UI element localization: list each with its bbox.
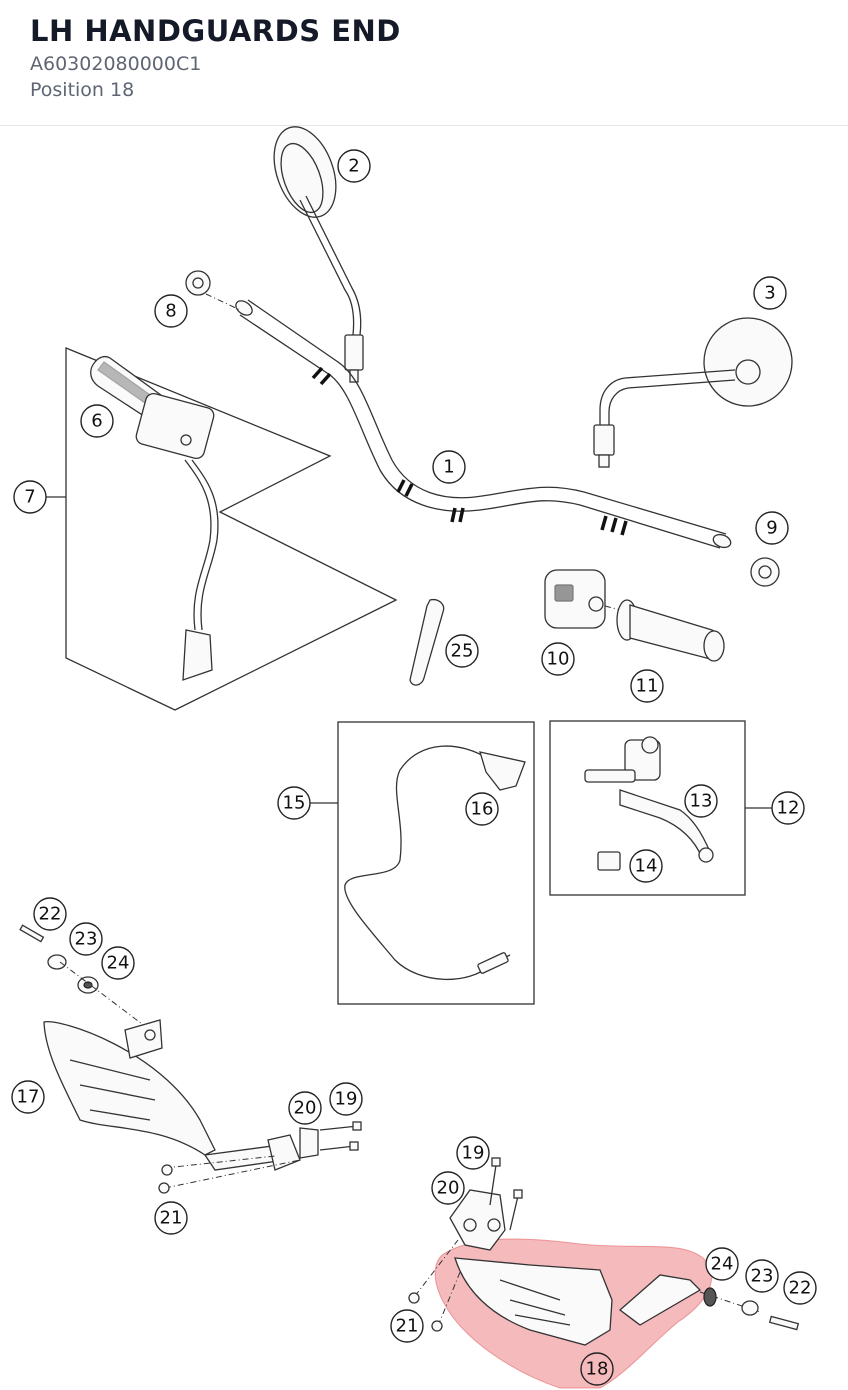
- callout-6[interactable]: 6: [80, 404, 114, 438]
- callout-12-label: 12: [777, 798, 800, 819]
- washer-24-right[interactable]: [703, 1287, 717, 1307]
- grip-right[interactable]: [616, 599, 725, 662]
- screws-19-right[interactable]: [489, 1157, 523, 1231]
- callout-19-right-label: 19: [462, 1143, 485, 1164]
- assembly-outline-7: [65, 347, 398, 711]
- callout-15[interactable]: 15: [277, 786, 311, 820]
- callout-15-label: 15: [283, 793, 306, 814]
- callout-8-label: 8: [165, 301, 176, 322]
- callout-24-left[interactable]: 24: [101, 946, 135, 980]
- callout-10-label: 10: [547, 649, 570, 670]
- callout-20-right[interactable]: 20: [431, 1171, 465, 1205]
- callout-21-right-label: 21: [396, 1316, 419, 1337]
- callout-23-right[interactable]: 23: [745, 1259, 779, 1293]
- callout-25-label: 25: [451, 641, 474, 662]
- callout-19-left-label: 19: [335, 1089, 358, 1110]
- handguard-right[interactable]: [454, 1257, 702, 1346]
- callout-18-label: 18: [586, 1359, 609, 1380]
- callout-24-right-label: 24: [711, 1254, 734, 1275]
- callout-20-left[interactable]: 20: [288, 1091, 322, 1125]
- callout-20-left-label: 20: [294, 1098, 317, 1119]
- callout-22-left-label: 22: [39, 904, 62, 925]
- assembly-box-15: [337, 721, 535, 1005]
- switch-unit-right[interactable]: [544, 569, 629, 629]
- screw-22-right[interactable]: [768, 1315, 800, 1331]
- position-label: Position 18: [30, 79, 135, 101]
- header: LH HANDGUARDS END A60302080000C1 Positio…: [0, 0, 848, 126]
- callout-19-left[interactable]: 19: [329, 1082, 363, 1116]
- callout-17-label: 17: [17, 1087, 40, 1108]
- callout-16-label: 16: [471, 799, 494, 820]
- callout-16[interactable]: 16: [465, 792, 499, 826]
- spacer-23-left[interactable]: [47, 954, 67, 970]
- callout-23-left-label: 23: [75, 929, 98, 950]
- page-title: LH HANDGUARDS END: [30, 14, 401, 48]
- callout-19-right[interactable]: 19: [456, 1136, 490, 1170]
- callout-1[interactable]: 1: [432, 450, 466, 484]
- callout-21-right[interactable]: 21: [390, 1309, 424, 1343]
- callout-23-left[interactable]: 23: [69, 922, 103, 956]
- clutch-cable[interactable]: [344, 745, 526, 981]
- screws-19-left[interactable]: [319, 1121, 362, 1151]
- callout-8[interactable]: 8: [154, 294, 188, 328]
- mirror-right[interactable]: [593, 308, 802, 468]
- callout-11-label: 11: [636, 676, 659, 697]
- washer-24-left[interactable]: [77, 976, 99, 994]
- callout-18[interactable]: 18: [580, 1352, 614, 1386]
- callout-9-label: 9: [766, 518, 777, 539]
- clamp-20-left[interactable]: [267, 1127, 319, 1171]
- callout-9[interactable]: 9: [755, 511, 789, 545]
- nuts-21-left[interactable]: [158, 1164, 173, 1194]
- callout-1-label: 1: [443, 457, 454, 478]
- bracket-stay[interactable]: [409, 598, 445, 686]
- part-number: A60302080000C1: [30, 53, 202, 75]
- callout-7-label: 7: [24, 487, 35, 508]
- callout-23-right-label: 23: [751, 1266, 774, 1287]
- callout-13[interactable]: 13: [684, 784, 718, 818]
- clamp-20-right[interactable]: [449, 1189, 506, 1251]
- callout-6-label: 6: [91, 411, 102, 432]
- callout-3-label: 3: [764, 283, 775, 304]
- callout-20-right-label: 20: [437, 1178, 460, 1199]
- callout-24-right[interactable]: 24: [705, 1247, 739, 1281]
- callout-2[interactable]: 2: [337, 149, 371, 183]
- bar-end-weight-left[interactable]: [185, 270, 241, 311]
- callout-22-right-label: 22: [789, 1278, 812, 1299]
- spacer-23-right[interactable]: [741, 1300, 759, 1316]
- callout-7[interactable]: 7: [13, 480, 47, 514]
- callout-3[interactable]: 3: [753, 276, 787, 310]
- callout-21-left[interactable]: 21: [154, 1201, 188, 1235]
- callout-22-left[interactable]: 22: [33, 897, 67, 931]
- handlebar[interactable]: [233, 298, 732, 550]
- callout-11[interactable]: 11: [630, 669, 664, 703]
- nuts-21-right[interactable]: [408, 1292, 443, 1332]
- callout-14[interactable]: 14: [629, 849, 663, 883]
- callout-10[interactable]: 10: [541, 642, 575, 676]
- switch-14[interactable]: [597, 851, 621, 871]
- callout-22-right[interactable]: 22: [783, 1271, 817, 1305]
- callout-25[interactable]: 25: [445, 634, 479, 668]
- callout-12[interactable]: 12: [771, 791, 805, 825]
- callout-2-label: 2: [348, 156, 359, 177]
- callout-14-label: 14: [635, 856, 658, 877]
- bar-end-weight-right[interactable]: [750, 557, 780, 587]
- callout-17[interactable]: 17: [11, 1080, 45, 1114]
- screw-22-left[interactable]: [19, 924, 45, 943]
- handguard-left[interactable]: [43, 1019, 286, 1171]
- brake-lever-assembly[interactable]: [584, 736, 714, 863]
- throttle-grip[interactable]: [90, 355, 219, 681]
- mirror-left[interactable]: [263, 118, 364, 383]
- callout-13-label: 13: [690, 791, 713, 812]
- callout-24-left-label: 24: [107, 953, 130, 974]
- callout-21-left-label: 21: [160, 1208, 183, 1229]
